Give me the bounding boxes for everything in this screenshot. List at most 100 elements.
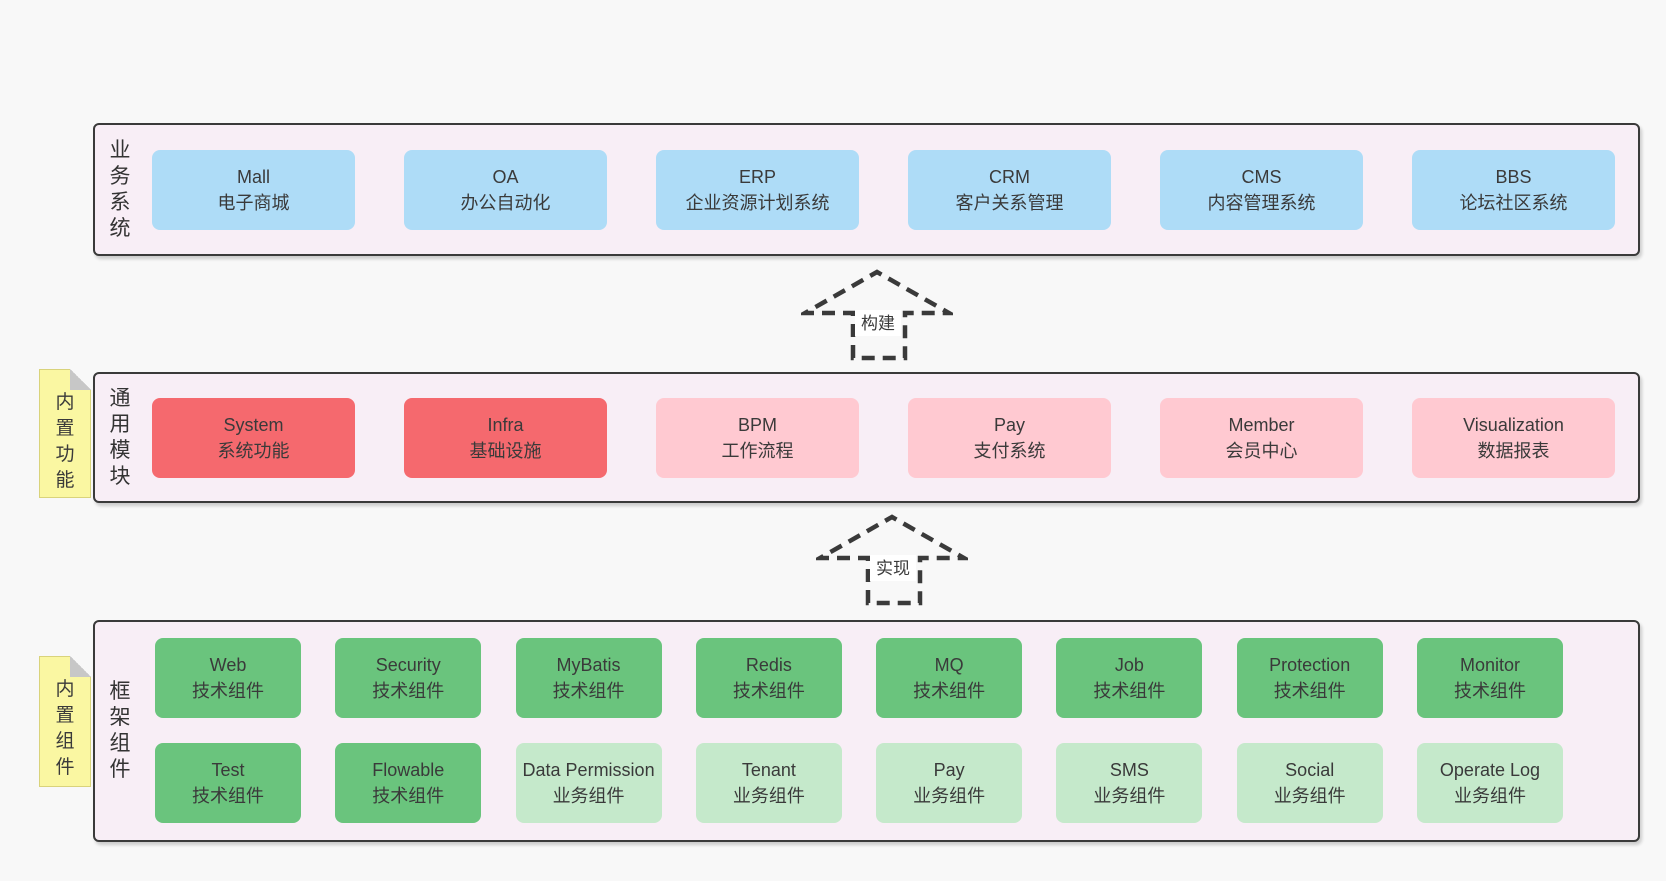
arrow-implement-label: 实现 — [876, 559, 910, 578]
box-title: Security — [375, 655, 441, 675]
box-subtitle: 技术组件 — [913, 681, 986, 701]
box-title: BBS — [1495, 166, 1532, 187]
box-title: SMS — [1109, 760, 1149, 780]
box-title: Monitor — [1459, 655, 1520, 675]
panel-business-label: 业务系统 — [109, 138, 131, 240]
box-title: Test — [211, 760, 245, 780]
arrow-up-dashed-outline — [796, 269, 958, 361]
box-title: Web — [209, 655, 247, 675]
box-subtitle: 工作流程 — [721, 440, 794, 461]
box-title: Tenant — [741, 760, 796, 780]
panel-framework-label: 框架组件 — [109, 680, 131, 781]
box-web: Web 技术组件 — [155, 638, 301, 718]
box-title: Job — [1114, 655, 1144, 675]
folded-corner-icon — [70, 656, 91, 677]
box-subtitle: 技术组件 — [372, 786, 445, 806]
box-mybatis: MyBatis 技术组件 — [515, 638, 662, 718]
box-title: Visualization — [1463, 414, 1564, 435]
arrow-label-bg — [870, 555, 916, 581]
box-subtitle: 业务组件 — [913, 786, 986, 806]
box-subtitle: 技术组件 — [192, 681, 264, 701]
folded-corner-icon — [70, 369, 91, 390]
arrow-implement: 实现 — [811, 511, 973, 607]
box-title: Operate Log — [1439, 760, 1540, 780]
box-title: OA — [492, 166, 519, 187]
sticky-note-label: 内置组件 — [55, 679, 75, 778]
box-monitor: Monitor 技术组件 — [1416, 638, 1563, 718]
box-title: Mall — [236, 166, 270, 187]
box-social: Social 业务组件 — [1236, 743, 1383, 823]
box-title: MQ — [934, 655, 964, 675]
box-subtitle: 技术组件 — [192, 786, 264, 806]
box-subtitle: 技术组件 — [552, 681, 625, 701]
framework-row-2: Test 技术组件 Flowable 技术组件 Data Permission … — [155, 743, 1563, 823]
box-system: System 系统功能 — [152, 397, 355, 478]
box-protection: Protection 技术组件 — [1236, 638, 1383, 718]
box-title: Protection — [1269, 655, 1351, 675]
box-subtitle: 会员中心 — [1225, 440, 1298, 461]
box-subtitle: 业务组件 — [1093, 786, 1166, 806]
box-subtitle: 企业资源计划系统 — [685, 192, 830, 213]
box-flowable: Flowable 技术组件 — [335, 743, 482, 823]
box-subtitle: 技术组件 — [372, 681, 445, 701]
box-subtitle: 内容管理系统 — [1207, 192, 1316, 213]
business-boxes-row: Mall 电子商城 OA 办公自动化 ERP 企业资源计划系统 CRM 客户关系… — [152, 125, 1615, 254]
box-sms: SMS 业务组件 — [1056, 743, 1203, 823]
box-member: Member 会员中心 — [1160, 397, 1363, 478]
box-subtitle: 客户关系管理 — [955, 192, 1064, 213]
box-test: Test 技术组件 — [155, 743, 301, 823]
box-subtitle: 论坛社区系统 — [1459, 192, 1568, 213]
box-bpm: BPM 工作流程 — [656, 397, 859, 478]
box-subtitle: 业务组件 — [1273, 786, 1346, 806]
box-security: Security 技术组件 — [335, 638, 482, 718]
box-subtitle: 办公自动化 — [460, 192, 551, 213]
box-pay-module: Pay 支付系统 — [908, 397, 1111, 478]
box-subtitle: 技术组件 — [732, 681, 805, 701]
box-subtitle: 业务组件 — [732, 786, 805, 806]
box-title: BPM — [737, 414, 777, 435]
box-title: Data Permission — [522, 760, 655, 780]
box-title: ERP — [738, 166, 776, 187]
box-subtitle: 技术组件 — [1273, 681, 1346, 701]
framework-row-1: Web 技术组件 Security 技术组件 MyBatis 技术组件 Redi… — [155, 638, 1563, 718]
box-title: Pay — [993, 414, 1026, 435]
box-title: Social — [1285, 760, 1335, 780]
box-subtitle: 技术组件 — [1093, 681, 1166, 701]
box-mq: MQ 技术组件 — [876, 638, 1023, 718]
box-subtitle: 业务组件 — [1453, 786, 1526, 806]
panel-framework-components: 框架组件 Web 技术组件 Security 技术组件 MyBatis 技术组件… — [93, 620, 1640, 842]
box-tenant: Tenant 业务组件 — [695, 743, 842, 823]
box-subtitle: 电子商城 — [217, 192, 290, 213]
box-title: Flowable — [372, 760, 445, 780]
box-cms: CMS 内容管理系统 — [1160, 149, 1363, 230]
box-title: CMS — [1241, 166, 1282, 187]
sticky-note-builtin-functions: 内置功能 — [39, 369, 91, 498]
box-title: Redis — [745, 655, 792, 675]
box-oa: OA 办公自动化 — [404, 149, 607, 230]
arrow-up-dashed-outline — [811, 514, 973, 606]
box-infra: Infra 基础设施 — [404, 397, 607, 478]
arrow-build-label: 构建 — [861, 314, 895, 333]
box-bbs: BBS 论坛社区系统 — [1412, 149, 1615, 230]
box-mall: Mall 电子商城 — [152, 149, 355, 230]
panel-business-systems: 业务系统 Mall 电子商城 OA 办公自动化 ERP 企业资源计划系统 CRM… — [93, 123, 1640, 256]
box-pay-component: Pay 业务组件 — [876, 743, 1023, 823]
box-title: MyBatis — [556, 655, 621, 675]
modules-boxes-row: System 系统功能 Infra 基础设施 BPM 工作流程 Pay 支付系统… — [152, 374, 1615, 501]
box-job: Job 技术组件 — [1056, 638, 1203, 718]
panel-modules-label: 通用模块 — [109, 386, 131, 488]
box-title: Infra — [487, 414, 524, 435]
framework-grid: Web 技术组件 Security 技术组件 MyBatis 技术组件 Redi… — [155, 638, 1563, 823]
box-crm: CRM 客户关系管理 — [908, 149, 1111, 230]
box-title: CRM — [989, 166, 1030, 187]
box-title: Pay — [933, 760, 965, 780]
box-title: System — [223, 414, 284, 435]
box-subtitle: 支付系统 — [973, 440, 1046, 461]
box-subtitle: 数据报表 — [1477, 440, 1550, 461]
box-subtitle: 系统功能 — [217, 440, 290, 461]
box-visualization: Visualization 数据报表 — [1412, 397, 1615, 478]
panel-common-modules: 通用模块 System 系统功能 Infra 基础设施 BPM 工作流程 Pay… — [93, 372, 1640, 503]
arrow-build: 构建 — [796, 266, 958, 362]
box-title: Member — [1228, 414, 1295, 435]
